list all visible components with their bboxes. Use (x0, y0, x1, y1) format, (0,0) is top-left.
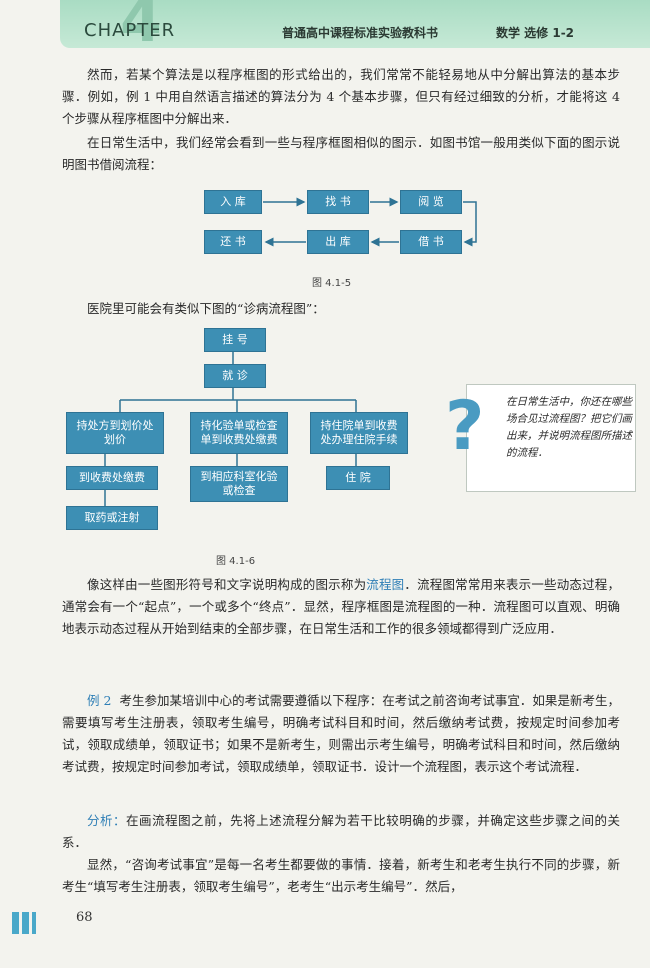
question-mark-icon: ? (445, 387, 485, 466)
paragraph-library: 在日常生活中，我们经常会看到一些与程序框图相似的图示．如图书馆一般用类似下面的图… (62, 135, 620, 172)
hospital-step-register: 挂 号 (204, 328, 266, 352)
side-note-text: 在日常生活中，你还在哪些场合见过流程图？把它们画出来，并说明流程图所描述的流程． (506, 396, 632, 459)
hospital-branch3-step2: 住 院 (326, 466, 390, 490)
paragraph-intro: 然而，若某个算法是以程序框图的形式给出的，我们常常不能轻易地从中分解出算法的基本… (62, 67, 620, 126)
hospital-branch3-step1: 持住院单到收费处办理住院手续 (310, 412, 408, 454)
hospital-step-consult: 就 诊 (204, 364, 266, 388)
chapter-number: 4 (120, 0, 162, 56)
flow-step-borrow: 借 书 (400, 230, 462, 254)
analysis: 分析：在画流程图之前，先将上述流程分解为若干比较明确的步骤，并确定这些步骤之间的… (62, 810, 620, 854)
paragraph-definition: 像这样由一些图形符号和文字说明构成的图示称为流程图．流程图常常用来表示一些动态过… (62, 574, 620, 640)
definition-text-after: ．流程图常常用来表示一些动态过程，通常会有一个“起点”，一个或多个“终点”．显然… (62, 577, 620, 636)
figure-caption-hospital: 图 4.1-6 (216, 556, 256, 567)
hospital-branch1-step2: 到收费处缴费 (66, 466, 158, 490)
figure-caption-library: 图 4.1-5 (312, 278, 352, 289)
term-flowchart: 流程图 (366, 577, 405, 592)
flow-step-read: 阅 览 (400, 190, 462, 214)
page-header: 4 CHAPTER 普通高中课程标准实验教科书 数学 选修 1-2 (60, 0, 650, 56)
analysis-label: 分析： (87, 813, 127, 828)
flow-step-return: 还 书 (204, 230, 262, 254)
example-label: 例 2 (87, 693, 112, 708)
hospital-branch1-step1: 持处方到划价处划价 (66, 412, 164, 454)
hospital-branch2-step2: 到相应科室化验或检查 (190, 466, 288, 502)
page-edge-marker (12, 912, 36, 934)
library-flow-arrows (263, 197, 477, 247)
example-text: 考生参加某培训中心的考试需要遵循以下程序：在考试之前咨询考试事宜．如果是新考生，… (62, 693, 620, 774)
hospital-flow-lines (104, 352, 357, 506)
paragraph-hospital: 医院里可能会有类似下图的“诊病流程图”： (87, 301, 325, 316)
analysis-text: 在画流程图之前，先将上述流程分解为若干比较明确的步骤，并确定这些步骤之间的关系． (62, 813, 620, 850)
side-note-box (466, 384, 636, 492)
hospital-branch2-step1: 持化验单或检查单到收费处缴费 (190, 412, 288, 454)
page-number: 68 (76, 910, 93, 925)
example-2: 例 2 考生参加某培训中心的考试需要遵循以下程序：在考试之前咨询考试事宜．如果是… (62, 690, 620, 778)
series-title: 普通高中课程标准实验教科书 (282, 26, 439, 40)
chapter-label: CHAPTER (84, 20, 176, 41)
hospital-branch1-step3: 取药或注射 (66, 506, 158, 530)
paragraph-continuation: 显然，“咨询考试事宜”是每一名考生都要做的事情．接着，新考生和老考生执行不同的步… (62, 857, 620, 894)
flow-step-checkout: 出 库 (307, 230, 369, 254)
definition-text-before: 像这样由一些图形符号和文字说明构成的图示称为 (87, 577, 367, 592)
flow-step-stock-in: 入 库 (204, 190, 262, 214)
subject-title: 数学 选修 1-2 (496, 26, 575, 40)
flow-step-find-book: 找 书 (307, 190, 369, 214)
